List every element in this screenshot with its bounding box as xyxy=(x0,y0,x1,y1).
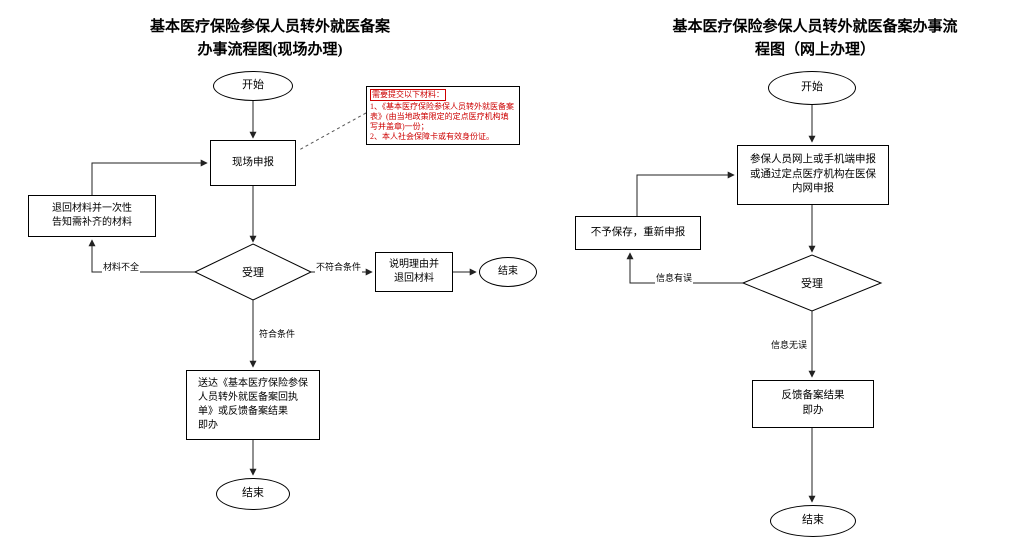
right-end-node: 结束 xyxy=(770,505,856,537)
right-result-node: 反馈备案结果 即办 xyxy=(752,380,874,428)
left-declare-node: 现场申报 xyxy=(210,140,296,186)
left-end-right-node: 结束 xyxy=(479,257,537,287)
left-explain-return-node: 说明理由并 退回材料 xyxy=(375,252,453,292)
edge-label-info-correct: 信息无误 xyxy=(770,338,809,351)
arrow-retry-to-apply xyxy=(636,171,735,216)
left-start-node: 开始 xyxy=(213,71,293,101)
edge-label-materials-incomplete: 材料不全 xyxy=(102,260,141,273)
right-decision-label: 受理 xyxy=(801,278,823,290)
edge-label-qualified: 符合条件 xyxy=(258,327,297,340)
edge-label-info-error: 信息有误 xyxy=(655,271,694,284)
edge-label-not-qualified: 不符合条件 xyxy=(315,260,363,273)
right-chart-title: 基本医疗保险参保人员转外就医备案办事流 程图（网上办理） xyxy=(672,19,958,59)
note-connector-line xyxy=(298,112,367,151)
left-deliver-result-node: 送达《基本医疗保险参保 人员转外就医备案回执 单》或反馈备案结果 即办 xyxy=(186,370,320,440)
right-start-node: 开始 xyxy=(768,71,856,105)
left-decision-label: 受理 xyxy=(242,267,264,279)
left-end-bottom-node: 结束 xyxy=(216,478,290,510)
note-body: 1、《基本医疗保险参保人员转外就医备案表》(由当地政策限定的定点医疗机构填写并盖… xyxy=(370,102,514,141)
right-apply-node: 参保人员网上或手机端申报 或通过定点医疗机构在医保 内网申报 xyxy=(737,145,889,205)
arrow-return-to-declare xyxy=(91,159,208,195)
right-retry-node: 不予保存，重新申报 xyxy=(575,216,701,250)
left-chart-title: 基本医疗保险参保人员转外就医备案 办事流程图(现场办理) xyxy=(149,19,390,59)
note-header: 需要提交以下材料： xyxy=(370,89,446,101)
left-return-materials-node: 退回材料并一次性 告知需补齐的材料 xyxy=(28,195,156,237)
required-materials-note: 需要提交以下材料： 1、《基本医疗保险参保人员转外就医备案表》(由当地政策限定的… xyxy=(366,86,520,145)
